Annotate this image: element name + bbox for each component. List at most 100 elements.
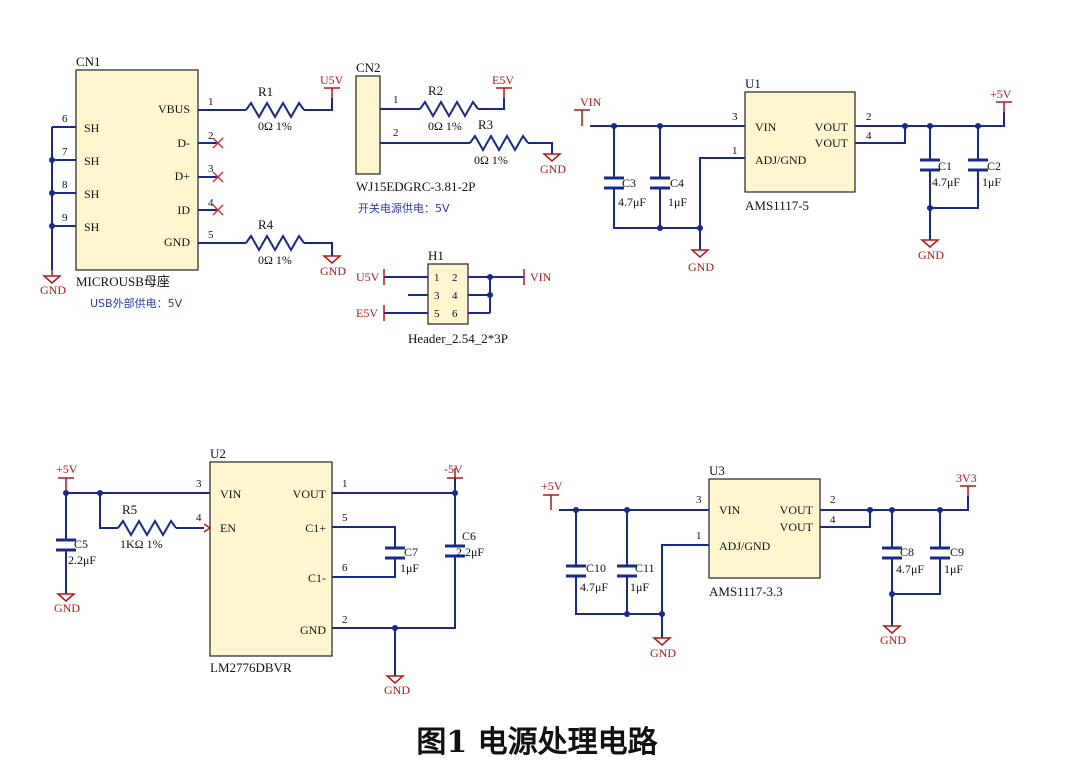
c11-ref: C11: [635, 561, 655, 575]
u3-pinnum-2: 2: [830, 494, 836, 506]
cn1-pinnum-9: 9: [62, 212, 68, 224]
gnd-label-u3: GND: [650, 646, 676, 660]
u2-pin-gnd: GND: [300, 623, 326, 637]
vin-label-u1: VIN: [580, 95, 602, 109]
u3-pin-vout2: VOUT: [780, 520, 814, 534]
gnd-label-r4: GND: [320, 264, 346, 278]
cn2-pin1: 1: [393, 94, 399, 106]
r4-resistor: R4 0Ω 1%: [245, 217, 333, 267]
u2-pin-c1m: C1-: [308, 571, 326, 585]
cn1-pin-gnd: GND: [164, 235, 190, 249]
cn1-pinnum-8: 8: [62, 179, 68, 191]
cn1-pinnum-3: 3: [208, 163, 214, 175]
cn1-pinnum-2: 2: [208, 130, 214, 142]
cn1-pinnum-7: 7: [62, 146, 68, 158]
c1-ref: C1: [938, 159, 952, 173]
m5v-label: -5V: [444, 462, 463, 476]
cn2-ref: CN2: [356, 60, 381, 75]
c4-ref: C4: [670, 176, 684, 190]
c10-ref: C10: [586, 561, 606, 575]
u2-pinnum-5: 5: [342, 512, 348, 524]
c7-value: 1μF: [400, 561, 419, 575]
u1-pin-adj: ADJ/GND: [755, 153, 807, 167]
cn2-name: WJ15EDGRC-3.81-2P: [356, 179, 476, 194]
c9-ref: C9: [950, 545, 964, 559]
r5-resistor: R5 1KΩ 1%: [117, 502, 177, 551]
gnd-label-cn1: GND: [40, 283, 66, 297]
r4-value: 0Ω 1%: [258, 253, 292, 267]
u5v-label-1: U5V: [320, 73, 344, 87]
u3-ref: U3: [709, 463, 725, 478]
u2-pinnum-3: 3: [196, 478, 202, 490]
u1-pinnum-4: 4: [866, 130, 872, 142]
gnd-label-r3: GND: [540, 162, 566, 176]
u2-pinnum-6: 6: [342, 562, 348, 574]
cn1-pin-sh-8: SH: [84, 187, 100, 201]
c3-ref: C3: [622, 176, 636, 190]
h1-name: Header_2.54_2*3P: [408, 331, 508, 346]
h1-pin5: 5: [434, 308, 440, 320]
v33-label: 3V3: [956, 471, 977, 485]
h1-pin2: 2: [452, 272, 458, 284]
u2-pinnum-4: 4: [196, 512, 202, 524]
cn1-pin-dm: D-: [177, 136, 190, 150]
u3-name: AMS1117-3.3: [709, 584, 783, 599]
p5v-label-u1: +5V: [990, 87, 1012, 101]
h1-ref: H1: [428, 248, 444, 263]
cn1-pin-sh-7: SH: [84, 154, 100, 168]
c7-ref: C7: [404, 545, 418, 559]
h1-pin3: 3: [434, 290, 440, 302]
cn1-note: USB外部供电：5V: [90, 296, 183, 310]
c4-value: 1μF: [668, 195, 687, 209]
u2-pin-vin: VIN: [220, 487, 242, 501]
c2-value: 1μF: [982, 175, 1001, 189]
p5v-label-u3: +5V: [541, 479, 563, 493]
c2-ref: C2: [987, 159, 1001, 173]
cn2-note: 开关电源供电：5V: [358, 201, 450, 215]
c8-value: 4.7μF: [896, 562, 924, 576]
r1-resistor: R1 0Ω 1%: [245, 84, 333, 133]
r2-resistor: R2 0Ω 1%: [419, 83, 505, 133]
r3-value: 0Ω 1%: [474, 153, 508, 167]
cn1-pin-sh-9: SH: [84, 220, 100, 234]
u3-regulator: U3 AMS1117-3.3 VIN ADJ/GND VOUT VOUT 3 1…: [696, 463, 836, 599]
u1-pin-vout1: VOUT: [815, 120, 849, 134]
c11-value: 1μF: [630, 580, 649, 594]
c8-ref: C8: [900, 545, 914, 559]
u2-pin-c1p: C1+: [305, 521, 326, 535]
u3-pin-adj: ADJ/GND: [719, 539, 771, 553]
r3-resistor: R3 0Ω 1%: [469, 117, 553, 167]
r3-ref: R3: [478, 117, 493, 132]
cn1-pinnum-1: 1: [208, 96, 214, 108]
e5v-label-1: E5V: [492, 73, 514, 87]
u2-name: LM2776DBVR: [210, 660, 292, 675]
vin-label-h1: VIN: [530, 270, 552, 284]
r4-ref: R4: [258, 217, 274, 232]
cn2-connector: CN2 WJ15EDGRC-3.81-2P 开关电源供电：5V 1 2: [355, 60, 476, 215]
u1-pin-vin: VIN: [755, 120, 777, 134]
r5-value: 1KΩ 1%: [120, 537, 163, 551]
u1-pinnum-3: 3: [732, 111, 738, 123]
u3-pin-vin: VIN: [719, 503, 741, 517]
u3-pinnum-4: 4: [830, 514, 836, 526]
cn2-pin2: 2: [393, 127, 399, 139]
r5-ref: R5: [122, 502, 137, 517]
u5v-label-2: U5V: [356, 270, 380, 284]
c3-value: 4.7μF: [618, 195, 646, 209]
h1-header: H1 Header_2.54_2*3P 1 2 3 4 5 6: [408, 248, 508, 346]
cn1-pin-vbus: VBUS: [158, 102, 190, 116]
gnd-label-c1: GND: [918, 248, 944, 262]
cn1-pinnum-4: 4: [208, 197, 214, 209]
u3-pinnum-1: 1: [696, 530, 702, 542]
r2-value: 0Ω 1%: [428, 119, 462, 133]
u3-pinnum-3: 3: [696, 494, 702, 506]
no-connect-marks: [212, 137, 224, 216]
u1-pinnum-2: 2: [866, 111, 872, 123]
u2-pin-en: EN: [220, 521, 236, 535]
c1-value: 4.7μF: [932, 175, 960, 189]
gnd-label-u1: GND: [688, 260, 714, 274]
u1-regulator: U1 AMS1117-5 VIN ADJ/GND VOUT VOUT 3 1 2…: [732, 76, 872, 213]
h1-pin1: 1: [434, 272, 440, 284]
u1-pin-vout2: VOUT: [815, 136, 849, 150]
r1-value: 0Ω 1%: [258, 119, 292, 133]
